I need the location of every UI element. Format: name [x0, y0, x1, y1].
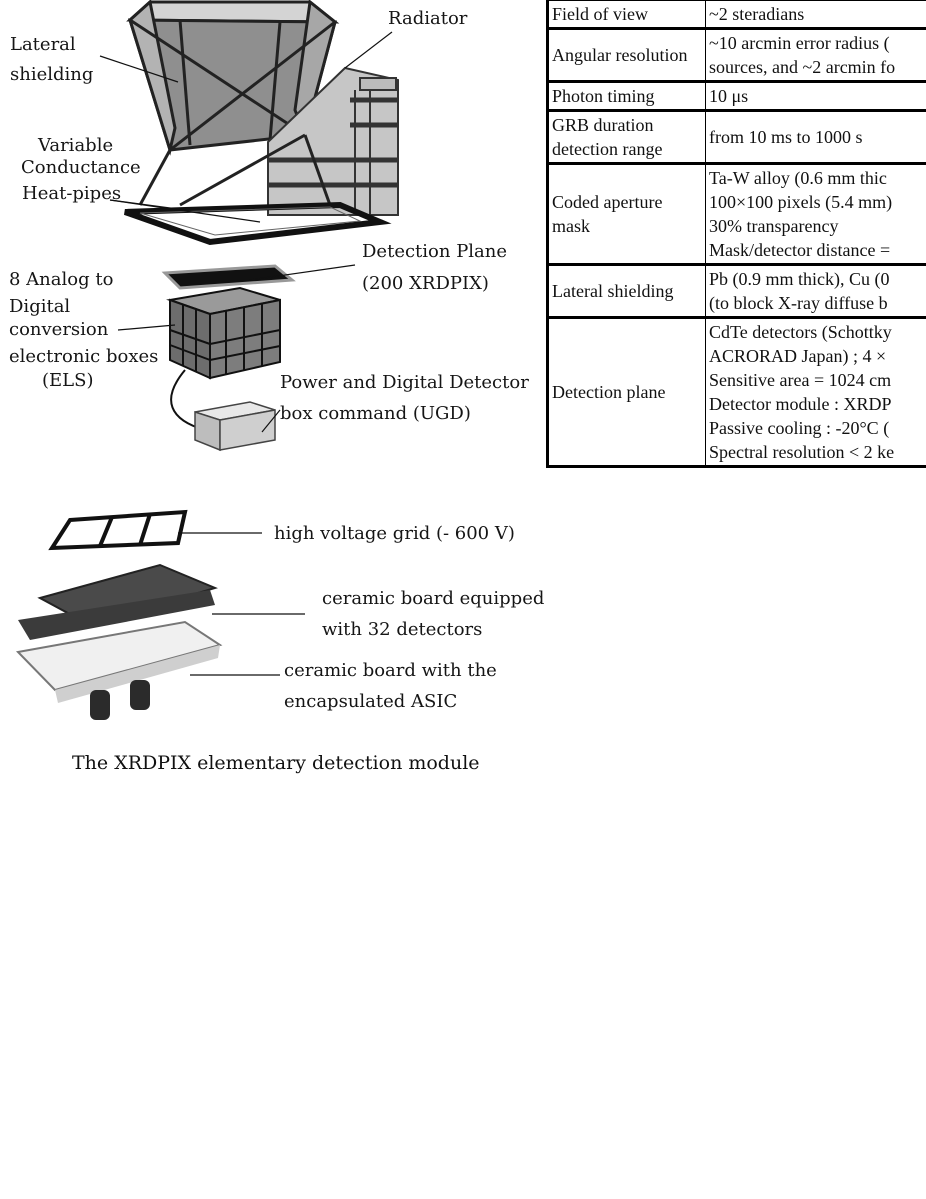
ugd-box-drawing — [194, 401, 276, 452]
base-frame — [124, 201, 392, 246]
spec-value-line: Sensitive area = 1024 cm — [709, 370, 892, 390]
spec-value-cell: 10 μs — [705, 81, 926, 111]
spec-value-line: Mask/detector distance = — [709, 240, 891, 260]
spec-value-cell: Pb (0.9 mm thick), Cu (0 (to block X-ray … — [705, 264, 926, 318]
detection-plane-label-1: Detection Plane — [362, 241, 508, 262]
detector-board-label-2: with 32 detectors — [322, 619, 483, 640]
els-label-4: electronic boxes — [9, 346, 159, 367]
els-label-2: Digital — [9, 296, 71, 317]
asic-board-label-2: encapsulated ASIC — [284, 691, 458, 712]
spec-value-cell: Ta-W alloy (0.6 mm thic 100×100 pixels (5… — [705, 163, 926, 265]
spec-param-cell: Photon timing — [547, 81, 706, 111]
radiator-label: Radiator — [388, 8, 468, 29]
ugd-label-1: Power and Digital Detector — [280, 372, 529, 393]
spec-value-line: ~2 steradians — [709, 4, 805, 24]
spec-param-cell: Lateral shielding — [547, 264, 706, 318]
heat-pipe-struts — [138, 133, 332, 207]
els-boxes-drawing — [166, 286, 281, 380]
detector-board-label-1: ceramic board equipped — [322, 588, 545, 609]
spec-param-cell: Field of view — [547, 0, 706, 29]
ugd-label-2: box command (UGD) — [280, 403, 471, 424]
spec-value-line: sources, and ~2 arcmin fo — [709, 57, 896, 77]
detection-plane-drawing — [161, 264, 296, 290]
spec-param-cell: Detection plane — [547, 317, 706, 467]
asic-board-label-1: ceramic board with the — [284, 660, 497, 681]
spec-value-line: Passive cooling : -20°C ( — [709, 418, 890, 438]
spec-param-cell: Coded aperture mask — [547, 163, 706, 265]
els-label-5: (ELS) — [42, 370, 94, 391]
module-caption: The XRDPIX elementary detection module — [72, 752, 480, 774]
spec-value-line: 10 μs — [709, 86, 749, 106]
els-label-3: conversion — [9, 319, 109, 340]
detector-board-drawing — [18, 563, 218, 640]
spec-value-line: (to block X-ray diffuse b — [709, 293, 888, 313]
lateral-shielding-label-1: Lateral — [10, 34, 76, 55]
spec-value-line: 30% transparency — [709, 216, 839, 236]
radiator-panel — [267, 66, 399, 216]
coded-mask-cube — [126, 0, 340, 156]
spec-value-line: 100×100 pixels (5.4 mm) — [709, 192, 893, 212]
hv-grid-drawing — [48, 509, 188, 551]
spec-param-cell: Angular resolution — [547, 28, 706, 82]
spec-param-cell: GRB duration detection range — [547, 110, 706, 164]
heatpipes-label-1: Variable — [38, 135, 114, 156]
spec-value-line: Ta-W alloy (0.6 mm thic — [709, 168, 887, 188]
detection-plane-label-2: (200 XRDPIX) — [362, 273, 489, 294]
module-leader-lines — [178, 532, 305, 676]
instrument-leader-lines — [99, 31, 393, 433]
spec-value-line: Pb (0.9 mm thick), Cu (0 — [709, 269, 890, 289]
heatpipes-label-2: Conductance — [21, 157, 141, 178]
asic-board-drawing — [15, 620, 223, 720]
spec-value-line: Spectral resolution < 2 ke — [709, 442, 895, 462]
spec-value-line: ACRORAD Japan) ; 4 × — [709, 346, 887, 366]
spec-row: Field of view~2 steradians — [547, 0, 926, 29]
spec-value-cell: ~2 steradians — [705, 0, 926, 29]
spec-row: Angular resolution~10 arcmin error radiu… — [547, 28, 926, 82]
heatpipes-label-3: Heat-pipes — [22, 183, 122, 204]
spec-value-cell: ~10 arcmin error radius ( sources, and ~2… — [705, 28, 926, 82]
els-label-1: 8 Analog to — [9, 269, 114, 290]
spec-value-cell: from 10 ms to 1000 s — [705, 110, 926, 164]
lateral-shielding-label-2: shielding — [10, 64, 94, 85]
spec-value-line: Detector module : XRDP — [709, 394, 892, 414]
hv-grid-label: high voltage grid (- 600 V) — [274, 523, 515, 544]
spec-value-line: ~10 arcmin error radius ( — [709, 33, 890, 53]
spec-value-line: from 10 ms to 1000 s — [709, 127, 863, 147]
spec-value-line: CdTe detectors (Schottky — [709, 322, 892, 342]
